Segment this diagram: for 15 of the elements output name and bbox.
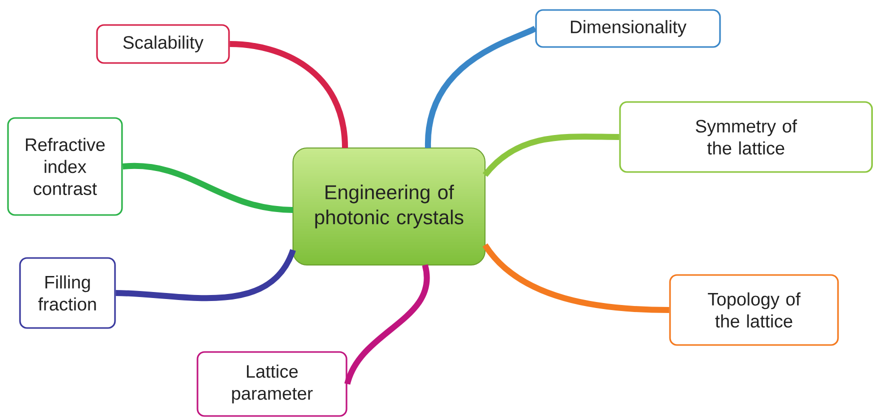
topic-box: Lattice parameter [196,351,348,417]
branch [482,134,620,177]
topic-box: Filling fraction [19,257,116,329]
topic-box: Topology of the lattice [669,274,839,346]
branch [482,243,670,313]
topic-box: Refractive index contrast [7,117,123,216]
topic-box: Dimensionality [535,9,721,48]
central-topic-box: Engineering of photonic crystals [292,148,486,266]
branch [122,163,294,213]
topic-box: Scalability [96,24,230,64]
topic-box: Symmetry of the lattice [619,101,873,173]
branch [230,41,348,148]
branch [116,248,296,302]
branch [425,26,537,148]
branch [344,264,430,385]
